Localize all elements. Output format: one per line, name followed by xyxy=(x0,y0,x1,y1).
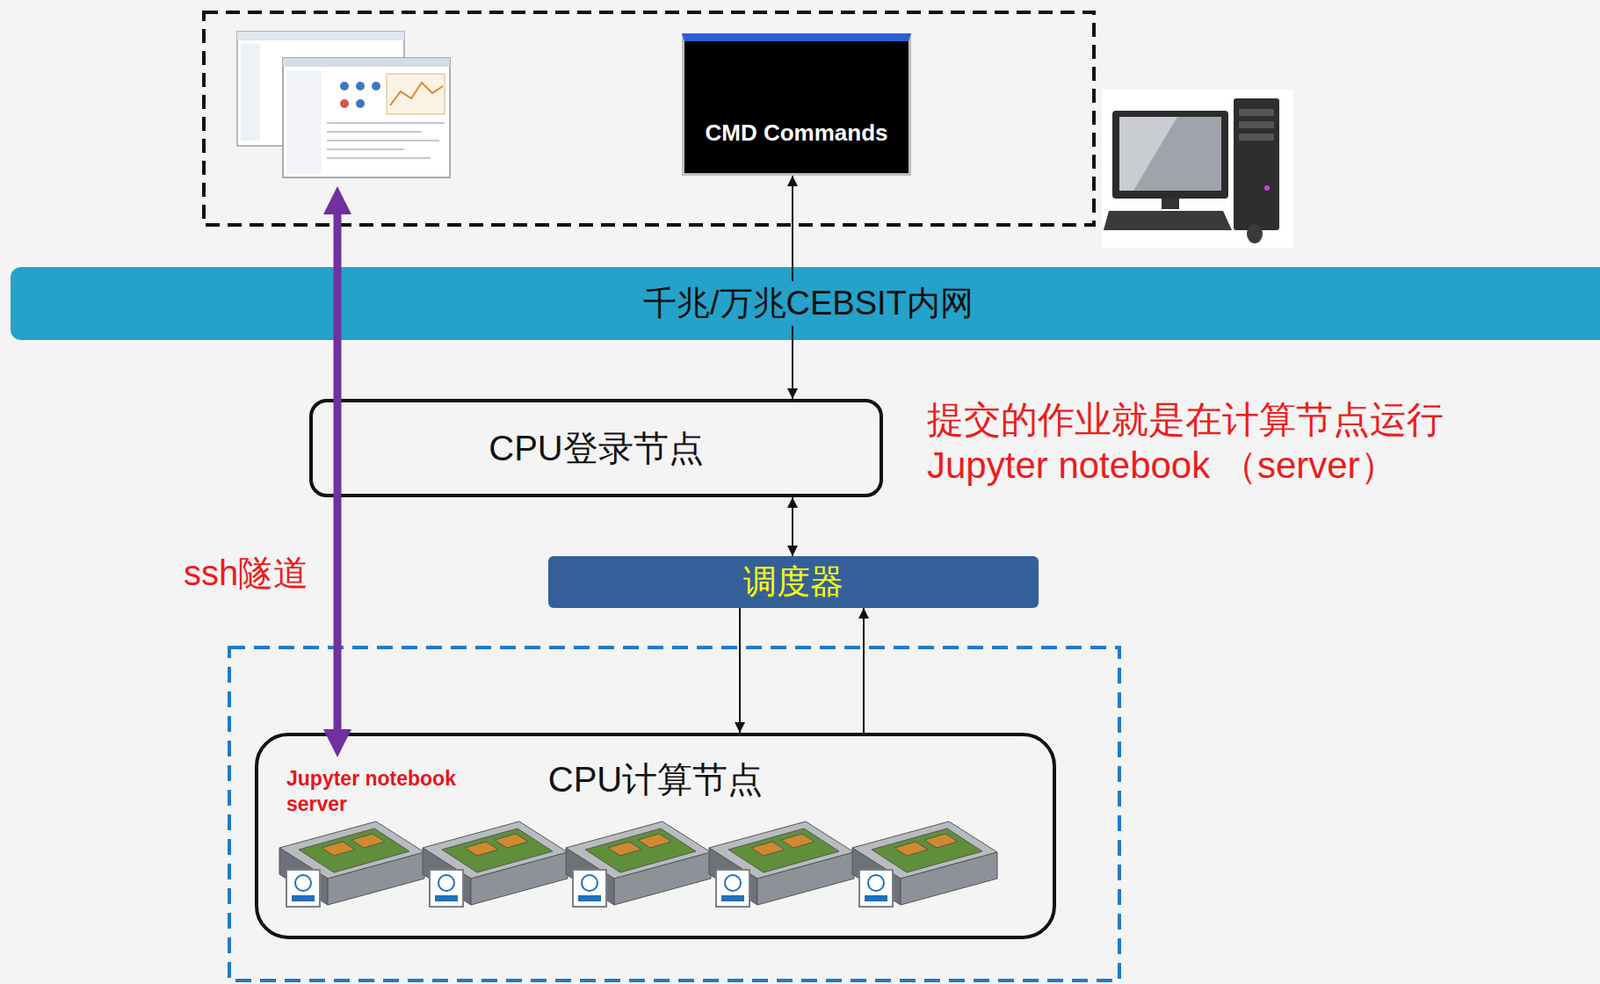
cpu-badge-logo xyxy=(724,875,741,891)
cpu-badge-stripe xyxy=(434,895,458,902)
heatsink xyxy=(351,833,385,848)
heatsink xyxy=(637,833,672,848)
heatsink xyxy=(781,833,815,848)
note-text: 提交的作业就是在计算节点运行 Jupyter notebook （server） xyxy=(926,397,1490,489)
compute-region xyxy=(229,647,1120,981)
board xyxy=(728,828,840,873)
cpu-badge-logo xyxy=(868,875,884,891)
connector-arrow xyxy=(791,497,794,557)
node-text: Jupyter notebook server xyxy=(286,766,471,818)
text-line xyxy=(326,157,431,160)
heatsink xyxy=(751,841,785,856)
board xyxy=(298,828,410,873)
arrow-head xyxy=(323,186,352,215)
screen xyxy=(1119,116,1222,191)
server-blades xyxy=(279,821,998,907)
icon xyxy=(371,81,381,91)
network-band: 千兆/万兆CEBSIT内网 xyxy=(10,267,1600,341)
window-sidebar xyxy=(286,70,322,174)
icon xyxy=(340,99,349,109)
ssh-tunnel-arrow xyxy=(323,186,352,758)
connector-arrow xyxy=(738,608,741,733)
tower xyxy=(1233,98,1280,231)
window-bar xyxy=(237,31,405,41)
heatsink xyxy=(464,841,499,856)
cpu-badge xyxy=(572,869,607,907)
text-line xyxy=(326,148,405,151)
server-blade xyxy=(852,821,998,907)
drive-bay xyxy=(1238,108,1275,116)
drive-bay xyxy=(1238,133,1275,141)
node-text: CMD Commands xyxy=(704,119,888,147)
board xyxy=(441,828,553,873)
board xyxy=(871,828,983,873)
connector-arrow xyxy=(791,175,794,399)
cpu-badge-logo xyxy=(295,875,312,891)
cpu-badge xyxy=(716,869,750,907)
computer-ground xyxy=(1101,89,1294,248)
cpu-badge-logo xyxy=(581,875,598,891)
cpu-badge-stripe xyxy=(721,895,745,902)
server-blade xyxy=(279,821,425,907)
node-text: CPU登录节点 xyxy=(488,424,703,473)
client-region xyxy=(203,12,1094,225)
text-line xyxy=(326,130,422,133)
server-blade xyxy=(422,821,568,907)
arrow-head xyxy=(323,729,352,758)
text-line xyxy=(326,139,440,142)
node-text: 调度器 xyxy=(743,559,844,605)
terminal-window: CMD Commands xyxy=(681,33,912,176)
screen-glare xyxy=(1119,116,1178,191)
cpu-badge-stripe xyxy=(578,895,601,902)
server-blade xyxy=(709,821,855,907)
monitor-neck xyxy=(1161,198,1180,210)
power-light xyxy=(1264,185,1270,191)
cpu-badge-stripe xyxy=(864,895,888,902)
chart-line xyxy=(390,82,443,106)
node-text: 千兆/万兆CEBSIT内网 xyxy=(639,281,978,326)
scheduler-bar: 调度器 xyxy=(548,556,1039,609)
server-blade xyxy=(565,821,711,907)
ssh-tunnel-line xyxy=(333,210,342,733)
heatsink xyxy=(321,841,355,856)
cpu-badge-logo xyxy=(438,875,455,891)
heatsink xyxy=(494,833,529,848)
cpu-badge xyxy=(286,869,320,907)
heatsink xyxy=(924,833,958,848)
window-bar xyxy=(282,57,450,67)
window-sidebar xyxy=(240,43,261,141)
login-node-box: CPU登录节点 xyxy=(309,398,884,498)
icon xyxy=(355,81,365,91)
cpu-badge-stripe xyxy=(291,895,315,902)
cpu-badge xyxy=(429,869,464,907)
keyboard xyxy=(1103,210,1232,231)
window-front xyxy=(282,57,450,178)
connector-arrow xyxy=(862,608,865,733)
cpu-badge xyxy=(859,869,893,907)
heatsink xyxy=(608,841,642,856)
drive-bay xyxy=(1238,121,1275,129)
board xyxy=(585,828,696,873)
icon xyxy=(340,81,349,91)
notebook-screenshot xyxy=(237,31,450,178)
chart xyxy=(386,73,445,115)
desktop-computer xyxy=(1101,89,1294,248)
monitor xyxy=(1112,110,1229,199)
heatsink xyxy=(894,841,928,856)
icon xyxy=(355,99,365,109)
tunnel-label: ssh隧道 xyxy=(183,549,309,598)
mouse xyxy=(1246,224,1263,244)
compute-node-box: CPU计算节点Jupyter notebook server xyxy=(254,732,1057,940)
text-line xyxy=(326,122,445,124)
